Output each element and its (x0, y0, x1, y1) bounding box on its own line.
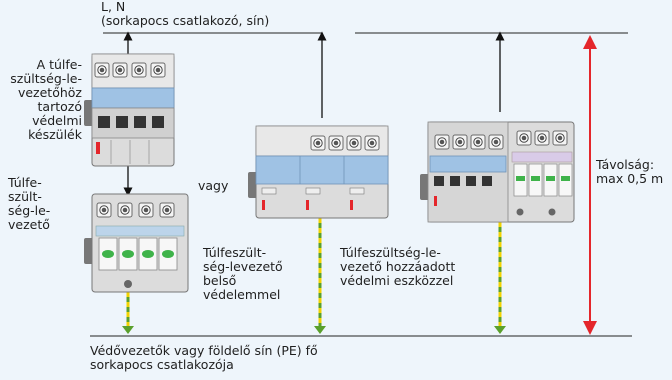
arrester-label: Túlfe- szült- ség-le- vezető (8, 176, 50, 232)
top-label: L, N (sorkapocs csatlakozó, sín) (101, 0, 269, 28)
internal-protection-label-line: Túlfeszült- (203, 245, 267, 260)
top-label-line-2: (sorkapocs csatlakozó, sín) (101, 13, 270, 28)
vagy-label: vagy (198, 178, 229, 193)
internal-protection-label: Túlfeszült- ség-levezető belső védelemme… (203, 246, 283, 302)
distance-label-line: Távolság: (596, 157, 655, 172)
pe-label-line-1: Védővezetők vagy földelő sín (PE) fő (90, 343, 318, 358)
pe-label-line-2: sorkapocs csatlakozója (90, 357, 234, 372)
protective-device-illustration (84, 53, 175, 167)
protective-device-label-line: A túlfe- (36, 57, 82, 72)
arrester-label-line: ség-le- (8, 203, 51, 218)
protective-device-label-line: védelmi (32, 113, 82, 128)
earth-conductors (122, 218, 506, 334)
surge-arrester-illustration (84, 193, 189, 293)
pe-label: Védővezetők vagy földelő sín (PE) fő sor… (90, 344, 318, 372)
internal-protection-label-line: belső (203, 273, 237, 288)
distance-label: Távolság: max 0,5 m (596, 158, 663, 186)
added-device-label: Túlfeszültség-le- vezető hozzáadott véde… (340, 246, 455, 288)
distance-label-line: max 0,5 m (596, 171, 664, 186)
arrester-label-line: szült- (8, 189, 42, 204)
internal-protection-label-line: ség-levezető (203, 259, 283, 274)
top-label-line-1: L, N (101, 0, 126, 14)
arrester-label-line: Túlfe- (8, 175, 42, 190)
protective-device-label-line: vezetőhöz (17, 85, 82, 100)
spd-added-device-illustration (420, 121, 575, 223)
internal-protection-label-line: védelemmel (203, 287, 281, 302)
added-device-label-line: vezető hozzáadott (340, 259, 456, 274)
added-device-label-line: védelmi eszközzel (340, 273, 454, 288)
arrester-label-line: vezető (8, 217, 50, 232)
protective-device-label-line: szültség-le- (10, 71, 82, 86)
spd-internal-protection-illustration (248, 125, 389, 219)
added-device-label-line: Túlfeszültség-le- (340, 245, 441, 260)
protective-device-label-line: készülék (28, 127, 82, 142)
protective-device-label: A túlfe- szültség-le- vezetőhöz tartozó … (10, 58, 82, 142)
protective-device-label-line: tartozó (37, 99, 82, 114)
